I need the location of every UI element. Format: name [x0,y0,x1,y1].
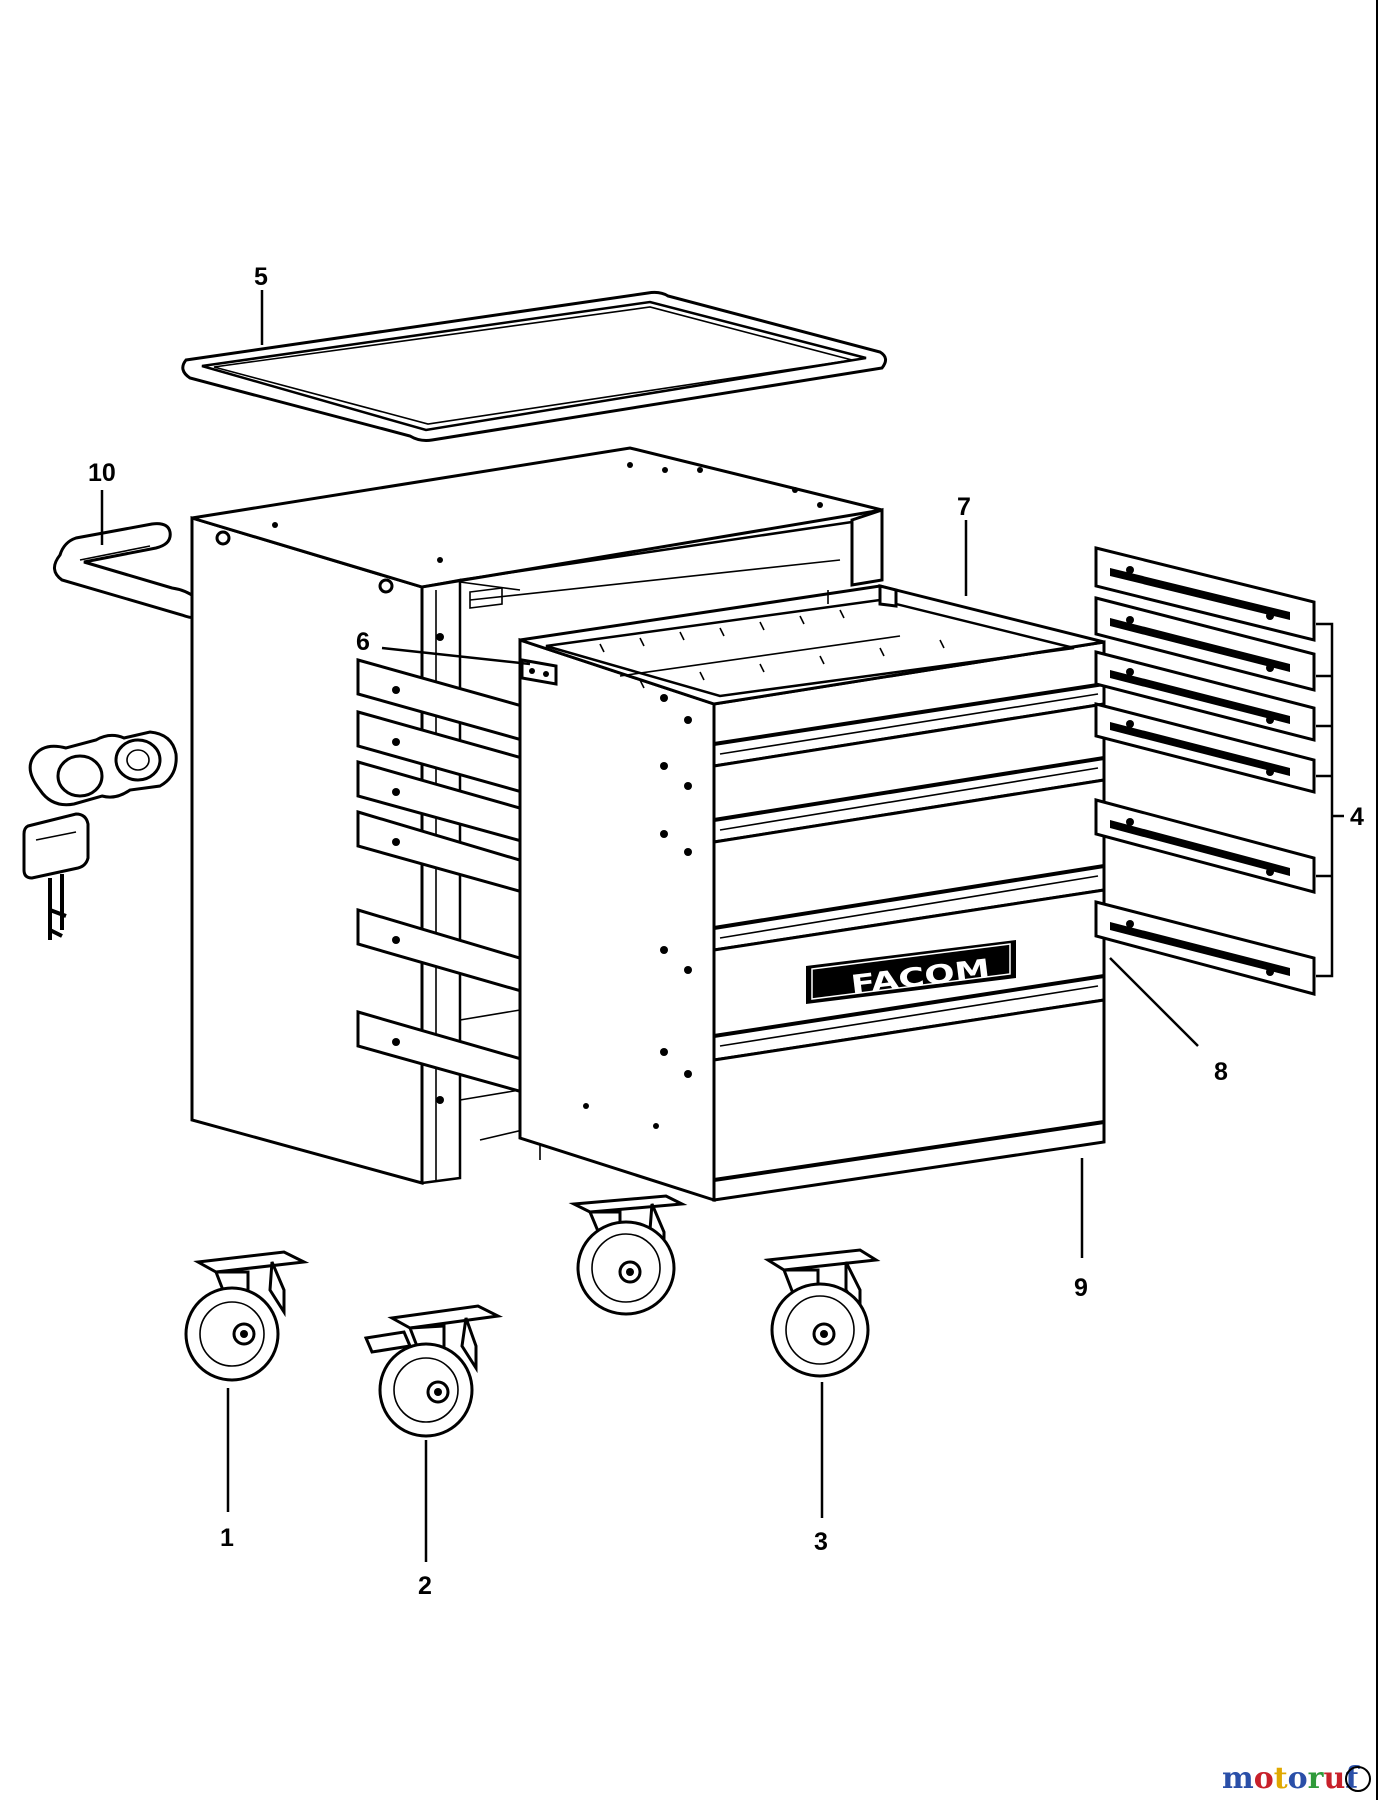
caster-1-fixed [184,1250,310,1382]
leader-lines [100,290,1344,1562]
watermark-letter: r [1308,1761,1325,1796]
top-tray-part [181,290,887,442]
watermark-letter: u [1323,1761,1345,1796]
callout-6: 6 [356,628,370,656]
watermark-letter: t [1274,1761,1288,1796]
watermark-letter: o [1288,1761,1308,1796]
callout-5: 5 [254,263,268,291]
callout-8: 8 [1214,1058,1228,1086]
lock-and-key-part [22,730,178,940]
watermark-letter: m [1222,1761,1254,1796]
callout-3: 3 [814,1528,828,1556]
callout-1: 1 [220,1524,234,1552]
watermark-letter: o [1254,1761,1274,1796]
callout-4: 4 [1350,803,1364,831]
callout-labels: 5 10 7 6 4 8 9 1 2 3 [88,263,1364,1600]
callout-2: 2 [418,1572,432,1600]
caster-2-braked [363,1304,504,1438]
watermark-logo: motoruf [1222,1761,1371,1796]
caster-3-swivel [763,1248,881,1378]
callout-7: 7 [957,493,971,521]
drawer-stack-part: FACOM [518,584,1106,1203]
callout-9: 9 [1074,1274,1088,1302]
watermark-text: motoruf [1222,1761,1360,1796]
caster-center-back [568,1194,688,1316]
right-drawer-slide-rails [1094,546,1316,996]
callout-10: 10 [88,459,116,487]
